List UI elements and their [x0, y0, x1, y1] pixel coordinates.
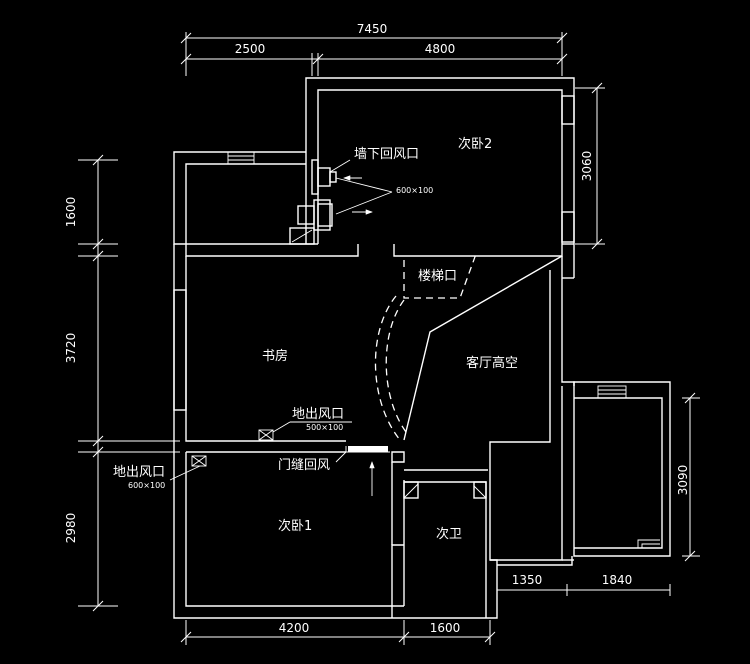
room-study: 书房	[262, 348, 288, 364]
dim-right-upper: 3060	[580, 151, 594, 182]
dim-bottom-left: 4200	[279, 621, 310, 635]
dim-balcony-right: 1840	[602, 573, 633, 587]
door-gap-return-bar	[348, 446, 388, 452]
dim-top-total: 7450	[357, 22, 388, 36]
label-floor-vent-bedroom: 地出风口	[113, 465, 165, 480]
dim-bottom-right: 1600	[430, 621, 461, 635]
room-stairwell: 楼梯口	[418, 269, 457, 284]
hvac-labels: 墙下回风口 600×100 地出风口 500×100 门缝回风 地出风口 600…	[113, 147, 433, 490]
wall-return-vent-box	[317, 167, 331, 187]
room-living-void: 客厅高空	[466, 355, 518, 371]
dim-right-lower: 3090	[676, 465, 690, 496]
label-vent-size-bedroom: 600×100	[128, 481, 165, 490]
room-bathroom: 次卫	[436, 526, 462, 542]
dim-left-middle: 3720	[64, 333, 78, 364]
label-floor-vent-study: 地出风口	[292, 407, 344, 422]
room-labels: 次卧2 楼梯口 书房 客厅高空 次卧1 次卫	[262, 136, 518, 542]
label-vent-size-upper: 600×100	[396, 186, 433, 195]
hvac-elements	[169, 159, 393, 496]
label-wall-return-vent: 墙下回风口	[354, 147, 419, 162]
dim-balcony-left: 1350	[512, 573, 543, 587]
dim-top-left: 2500	[235, 42, 266, 56]
floor-vent-study	[258, 429, 274, 441]
room-bedroom1: 次卧1	[278, 518, 312, 534]
walls	[173, 77, 671, 619]
room-bedroom2: 次卧2	[458, 136, 492, 152]
dimension-labels: 7450 2500 4800 1600 3720 2980 3060 3090 …	[64, 22, 690, 635]
dim-left-lower: 2980	[64, 513, 78, 544]
stair-void	[374, 253, 563, 441]
label-door-gap-return: 门缝回风	[278, 458, 330, 473]
label-vent-size-study: 500×100	[306, 423, 343, 432]
dimension-lines	[78, 32, 700, 645]
dim-left-upper: 1600	[64, 197, 78, 228]
dim-top-right: 4800	[425, 42, 456, 56]
